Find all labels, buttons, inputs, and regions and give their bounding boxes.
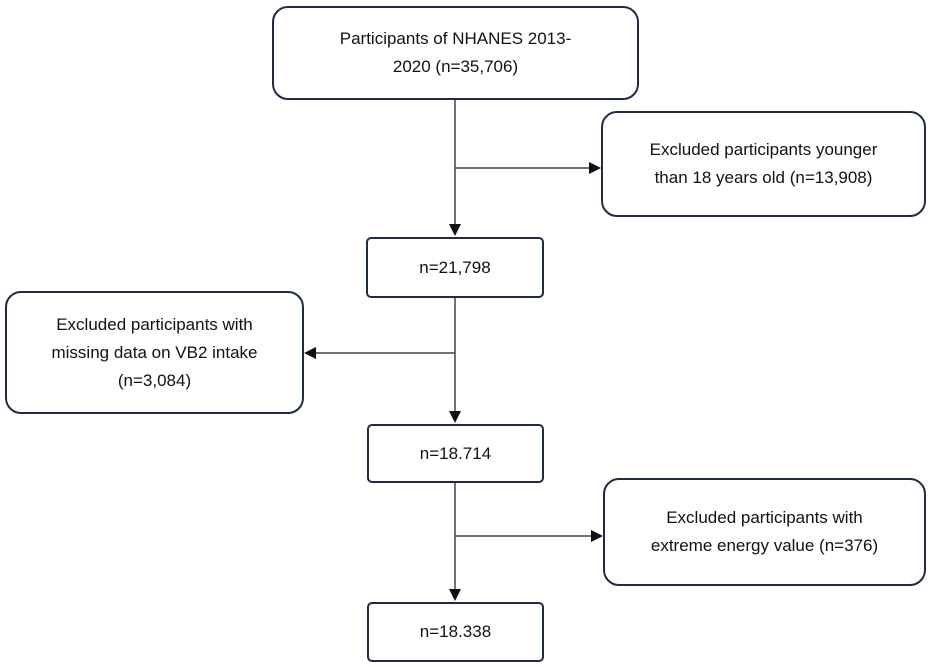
box-excluded-missing-vb2: Excluded participants with missing data … (5, 291, 304, 414)
box-excluded-extreme-energy: Excluded participants with extreme energ… (603, 478, 926, 586)
box-excluded-under-18-line1: Excluded participants younger (649, 140, 878, 159)
box-excluded-missing-vb2-line2: missing data on VB2 intake (51, 342, 258, 362)
box-nhanes-participants-line1: Participants of NHANES 2013- (339, 29, 572, 48)
arrow-left-to-exclusion2 (304, 347, 316, 359)
arrow-down-to-step1 (449, 224, 461, 236)
box-nhanes-participants-line2: 2020 (n=35,706) (392, 57, 519, 76)
box-excluded-extreme-energy-line2: extreme energy value (n=376) (650, 536, 879, 555)
box-n-21798-label: n=21,798 (419, 257, 491, 277)
box-excluded-under-18-line2: than 18 years old (n=13,908) (654, 168, 873, 187)
box-excluded-under-18: Excluded participants younger than 18 ye… (601, 111, 926, 217)
arrow-right-to-exclusion1 (589, 162, 601, 174)
box-excluded-missing-vb2-line1: Excluded participants with (56, 314, 253, 334)
box-excluded-missing-vb2-line3: (n=3,084) (117, 370, 192, 390)
arrow-down-to-final (449, 589, 461, 601)
box-nhanes-participants: Participants of NHANES 2013- 2020 (n=35,… (272, 6, 639, 100)
arrow-right-to-exclusion3 (591, 530, 603, 542)
arrow-down-to-step2 (449, 411, 461, 423)
box-excluded-extreme-energy-line1: Excluded participants with (666, 508, 863, 527)
box-n-21798: n=21,798 (366, 237, 544, 298)
box-n-18338-final: n=18.338 (367, 602, 544, 662)
box-n-18714-label: n=18.714 (419, 443, 492, 463)
box-n-18338-final-label: n=18.338 (419, 622, 492, 641)
box-n-18714: n=18.714 (367, 424, 544, 483)
